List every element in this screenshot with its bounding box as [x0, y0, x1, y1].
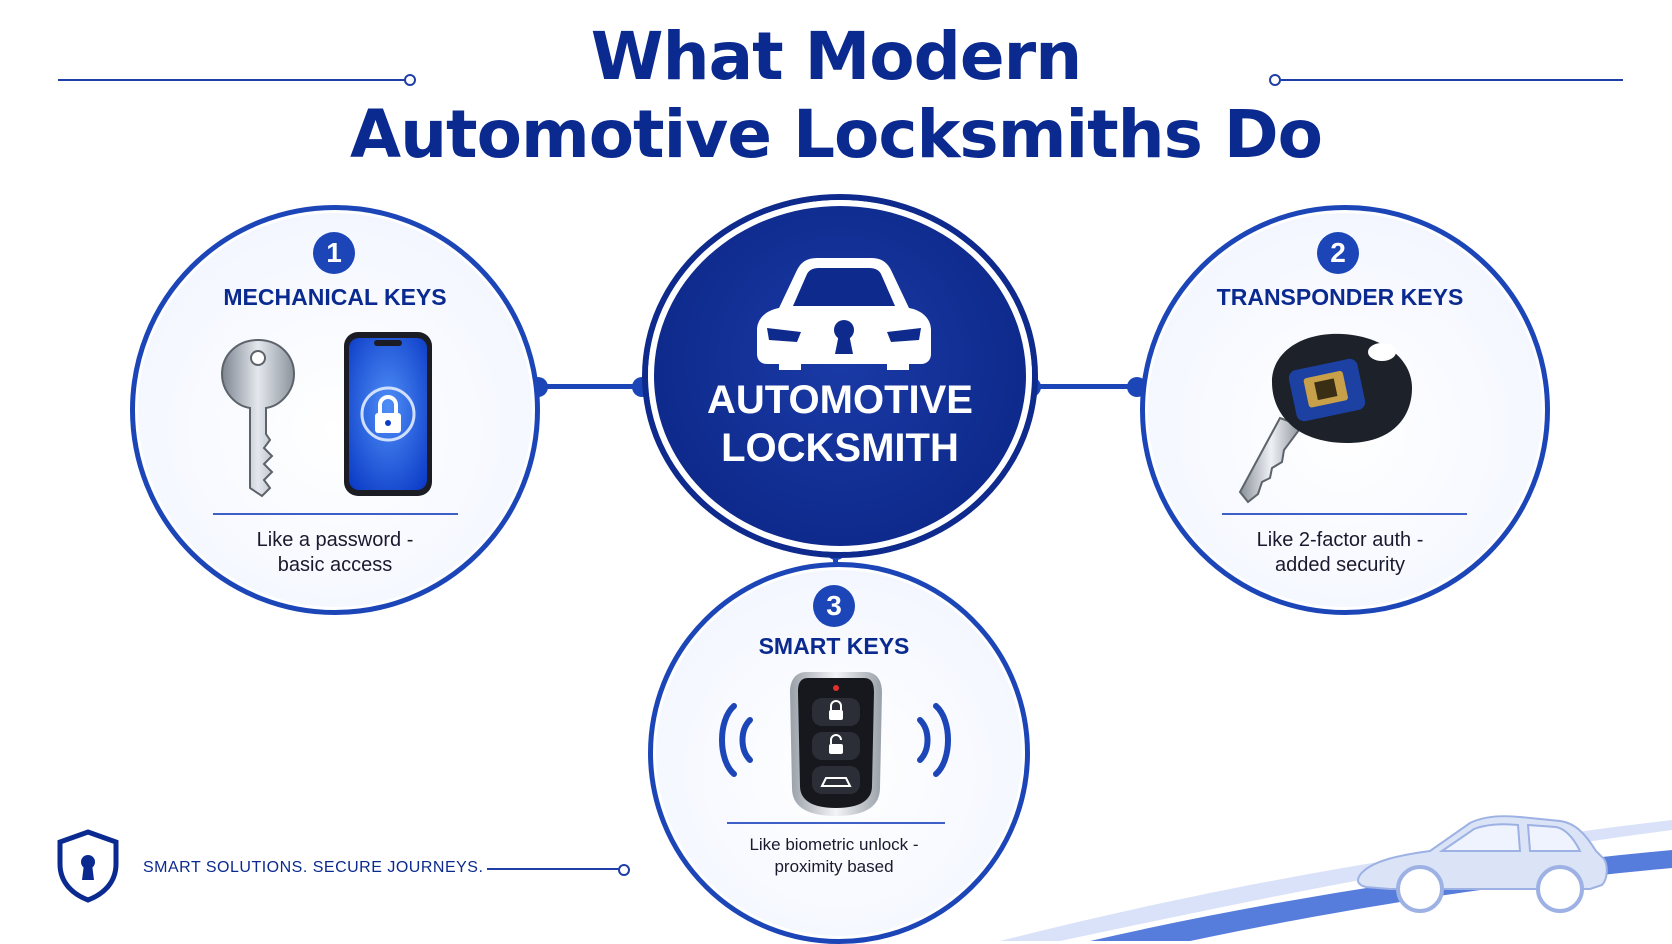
node-2-desc-line-2: added security — [1274, 554, 1406, 576]
title-left-line — [58, 79, 408, 81]
connector-bottom — [833, 540, 838, 580]
node-3-separator — [727, 822, 945, 824]
title-left-dot — [404, 74, 416, 86]
node-3-description: Like biometric unlock - proximity based — [668, 834, 1000, 878]
title-right-line — [1281, 79, 1623, 81]
metal-key-icon — [220, 338, 296, 498]
node-3-desc-line-2: proximity based — [774, 857, 894, 876]
shield-keyhole-icon — [57, 829, 119, 903]
connector-left — [538, 384, 643, 389]
node-1-title: MECHANICAL KEYS — [223, 284, 447, 310]
page-title: What Modern Automotive Locksmiths Do — [0, 18, 1672, 174]
footer-dot — [618, 864, 630, 876]
car-silhouette-icon — [1357, 815, 1608, 913]
node-1-desc-line-1: Like a password - — [256, 529, 414, 551]
node-2-description: Like 2-factor auth - added security — [1150, 528, 1530, 578]
node-3-desc-line-1: Like biometric unlock - — [749, 835, 919, 854]
node-1-desc-line-2: basic access — [277, 554, 393, 576]
node-transponder-keys — [1140, 205, 1550, 615]
center-label-line-1: AUTOMOTIVE — [707, 378, 973, 422]
node-3-title: SMART KEYS — [758, 633, 910, 659]
footer-tagline: SMART SOLUTIONS. SECURE JOURNEYS. — [143, 859, 484, 876]
title-right-dot — [1269, 74, 1281, 86]
connector-left-dot-inner — [632, 377, 652, 397]
smart-key-fob-icon — [790, 672, 882, 816]
center-label-line-2: LOCKSMITH — [721, 426, 959, 470]
node-2-separator — [1222, 513, 1467, 515]
signal-waves-left-icon — [719, 703, 753, 777]
center-label: AUTOMOTIVE LOCKSMITH — [654, 376, 1026, 472]
node-1-separator — [213, 513, 458, 515]
footer-line — [487, 868, 622, 870]
car-lock-icon — [757, 258, 931, 370]
center-automotive-locksmith: AUTOMOTIVE LOCKSMITH — [648, 200, 1032, 552]
node-2-title: TRANSPONDER KEYS — [1216, 284, 1464, 310]
signal-waves-right-icon — [917, 703, 951, 777]
smartphone-lock-icon — [344, 332, 432, 496]
title-line-2: Automotive Locksmiths Do — [349, 96, 1323, 173]
node-3-number-badge: 3 — [813, 585, 855, 627]
node-1-number-badge: 1 — [313, 232, 355, 274]
node-2-number-badge: 2 — [1317, 232, 1359, 274]
connector-right — [1030, 384, 1138, 389]
title-line-1: What Modern — [590, 18, 1082, 95]
node-1-description: Like a password - basic access — [150, 528, 520, 578]
node-2-desc-line-1: Like 2-factor auth - — [1256, 529, 1424, 551]
transponder-key-icon — [1238, 333, 1412, 504]
